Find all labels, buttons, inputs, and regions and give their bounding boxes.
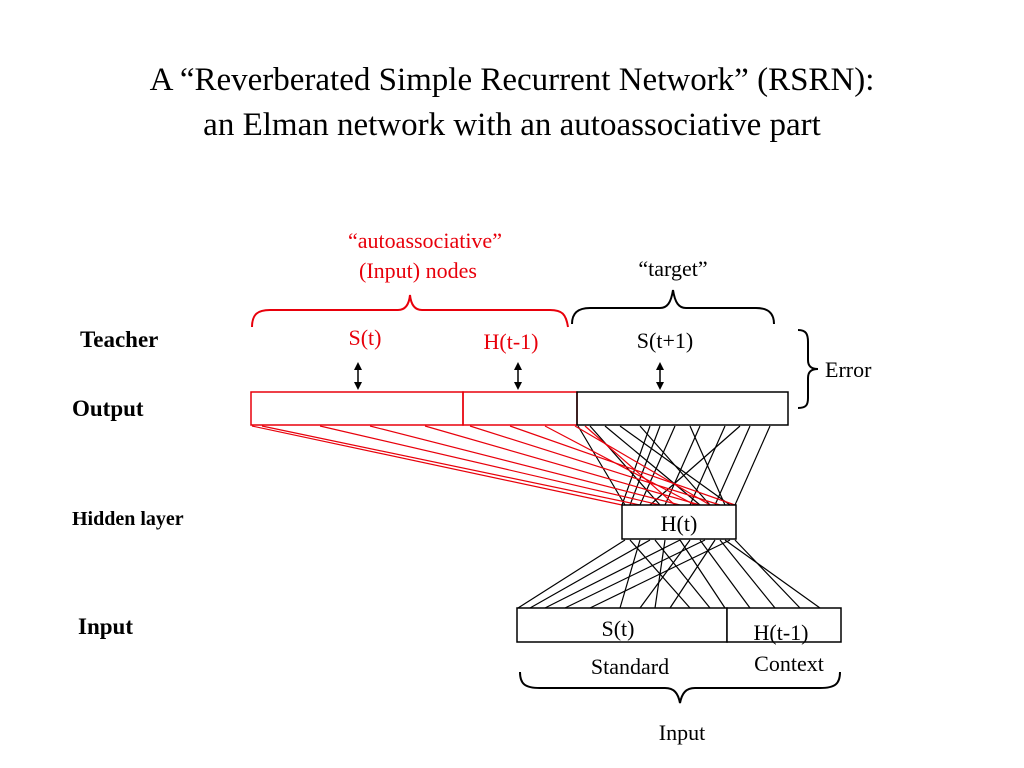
hidden-unit-label: H(t) [661, 511, 698, 536]
teacher-unit-s-t-plus-1: S(t+1) [637, 328, 693, 353]
error-label: Error [825, 357, 872, 382]
teacher-unit-s-t: S(t) [349, 325, 382, 350]
output-unit-s-t-plus-1 [576, 391, 789, 426]
output-unit-s-t [250, 391, 464, 426]
input-unit-h-t-1-label: H(t-1) [754, 620, 809, 645]
standard-label: Standard [591, 654, 669, 679]
input-unit-standard [516, 607, 728, 643]
input-hidden-connections [517, 539, 821, 609]
title-line-2: an Elman network with an autoassociative… [203, 107, 821, 143]
autoassociative-label: “autoassociative” [348, 228, 502, 253]
teacher-row-label: Teacher [80, 327, 158, 352]
target-label: “target” [638, 256, 707, 281]
title-line-1: A “Reverberated Simple Recurrent Network… [149, 62, 875, 98]
output-row-label: Output [72, 396, 144, 421]
slide-title: A “Reverberated Simple Recurrent Network… [0, 58, 1024, 148]
hidden-unit-box [621, 504, 737, 540]
target-brace [571, 289, 775, 325]
autoassociative-brace [251, 294, 569, 328]
error-brace [797, 329, 819, 409]
autoassociative-connections [251, 425, 736, 506]
input-nodes-label: (Input) nodes [359, 258, 477, 283]
input-unit-context [726, 607, 842, 643]
input-brace-label: Input [659, 720, 705, 745]
hidden-row-label: Hidden layer [72, 508, 184, 530]
context-label: Context [754, 651, 824, 676]
input-brace [519, 671, 841, 704]
input-unit-s-t-label: S(t) [602, 616, 635, 641]
input-row-label: Input [78, 614, 133, 639]
teacher-unit-h-t-1: H(t-1) [484, 329, 539, 354]
output-unit-h-t-1 [462, 391, 578, 426]
